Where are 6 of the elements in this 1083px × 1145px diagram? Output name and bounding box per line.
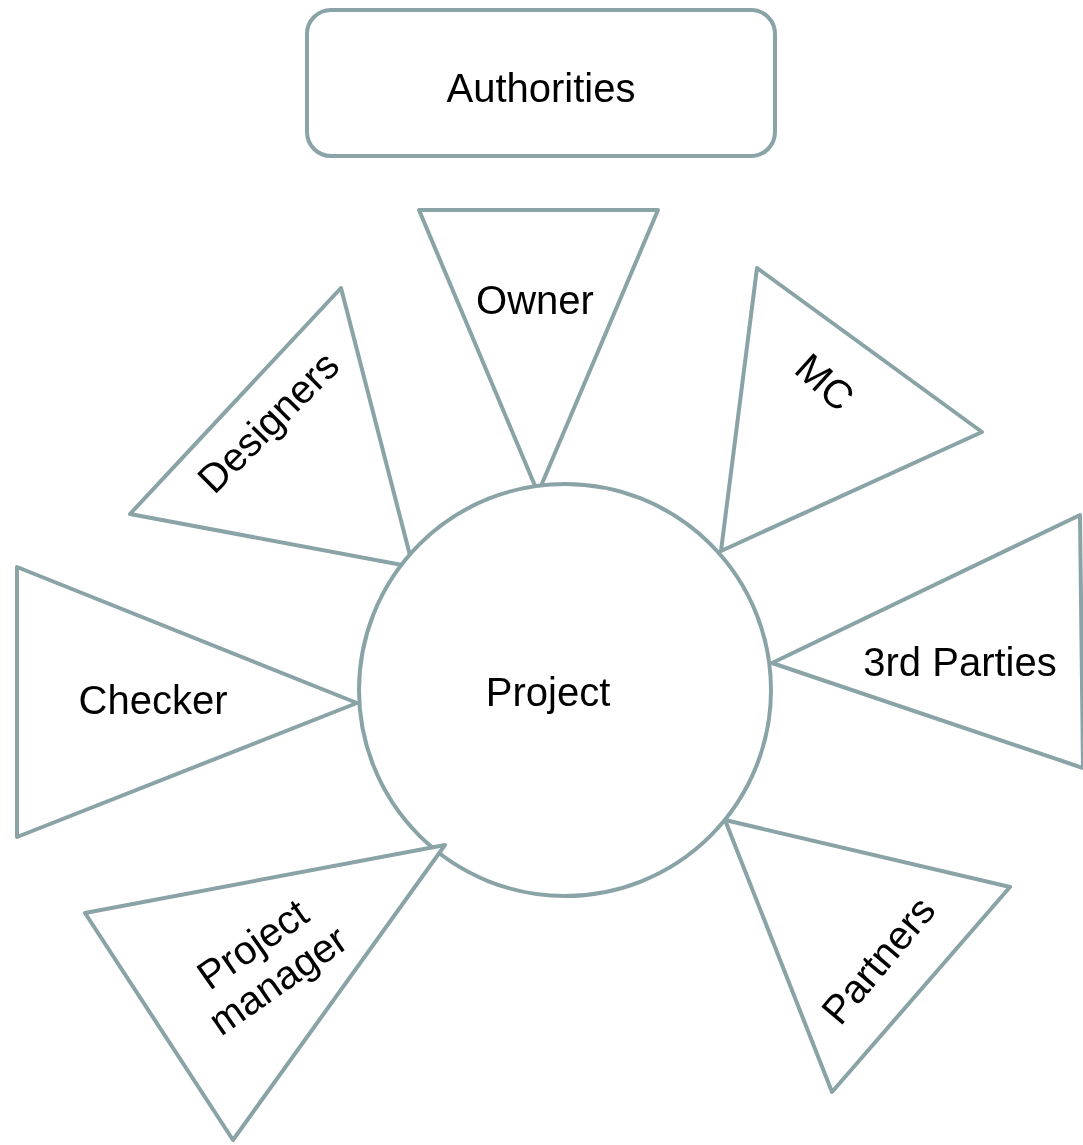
node-label: MC	[787, 344, 863, 420]
node-label: Project	[485, 670, 611, 714]
node-label: 3rd Parties	[863, 640, 1057, 684]
node-label: Authorities	[446, 66, 636, 110]
node-label: Checker	[78, 678, 228, 722]
node-label: Owner	[476, 278, 594, 322]
